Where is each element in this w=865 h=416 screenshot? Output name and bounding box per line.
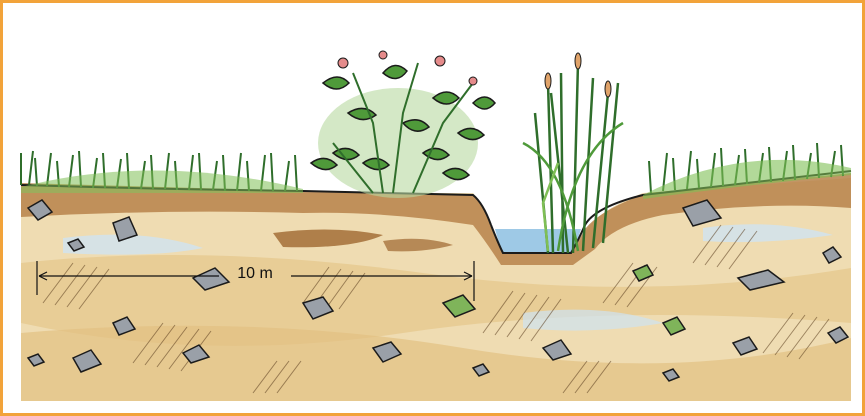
water-ditch [491, 225, 585, 253]
grass-left [21, 151, 303, 193]
bush-plant [311, 51, 495, 198]
soil-cross-section-illustration [3, 3, 865, 416]
measurement-label: 10 m [222, 265, 288, 283]
